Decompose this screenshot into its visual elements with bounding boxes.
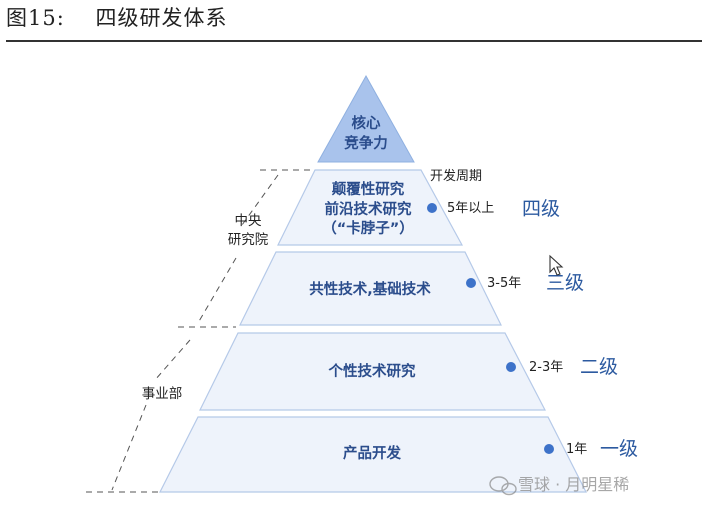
tier-3-dot: [466, 278, 476, 288]
tier-4-label-line1: 颠覆性研究: [332, 180, 405, 198]
wechat-icon: [489, 476, 517, 496]
tier-4-level: 四级: [522, 198, 560, 220]
tier-2-period: 2-3年: [529, 360, 563, 375]
tier-4-label-line2: 前沿技术研究: [325, 200, 412, 218]
tier-3-period: 3-5年: [487, 276, 521, 291]
apex-label-line1: 核心: [352, 114, 381, 132]
tier-1-period: 1年: [566, 442, 587, 457]
tier-4-band: [277, 169, 464, 246]
central-institute-label-line2: 研究院: [228, 232, 269, 248]
tier-1-level: 一级: [600, 438, 638, 460]
tier-1-dot: [544, 444, 554, 454]
tier-2-label: 个性技术研究: [328, 362, 416, 380]
title-divider: [6, 40, 702, 42]
tier-2-level: 二级: [580, 356, 618, 378]
period-header: 开发周期: [430, 168, 482, 184]
figure-title: 图15: 四级研发体系: [6, 6, 228, 30]
pointer-cursor-icon: [549, 254, 564, 276]
tier-3-band: [239, 251, 502, 326]
business-unit-label: 事业部: [142, 386, 183, 402]
tier-2-band: [199, 332, 546, 411]
apex-triangle: [317, 74, 415, 163]
central-institute-label-line1: 中央: [235, 213, 262, 229]
tier-1-band: [159, 416, 587, 493]
tier-4-period: 5年以上: [447, 201, 494, 216]
tier-2-dot: [506, 362, 516, 372]
tier-1-label: 产品开发: [343, 444, 401, 462]
watermark-text: 雪球 · 月明星稀: [518, 475, 629, 494]
tier-3-label: 共性技术,基础技术: [309, 280, 431, 298]
apex-label-line2: 竞争力: [344, 134, 388, 152]
tier-4-label-line3: （“卡脖子”）: [322, 219, 414, 237]
group-bracket-lines: [86, 169, 312, 493]
tier-4-dot: [427, 203, 437, 213]
tier-3-level: 三级: [546, 272, 584, 294]
